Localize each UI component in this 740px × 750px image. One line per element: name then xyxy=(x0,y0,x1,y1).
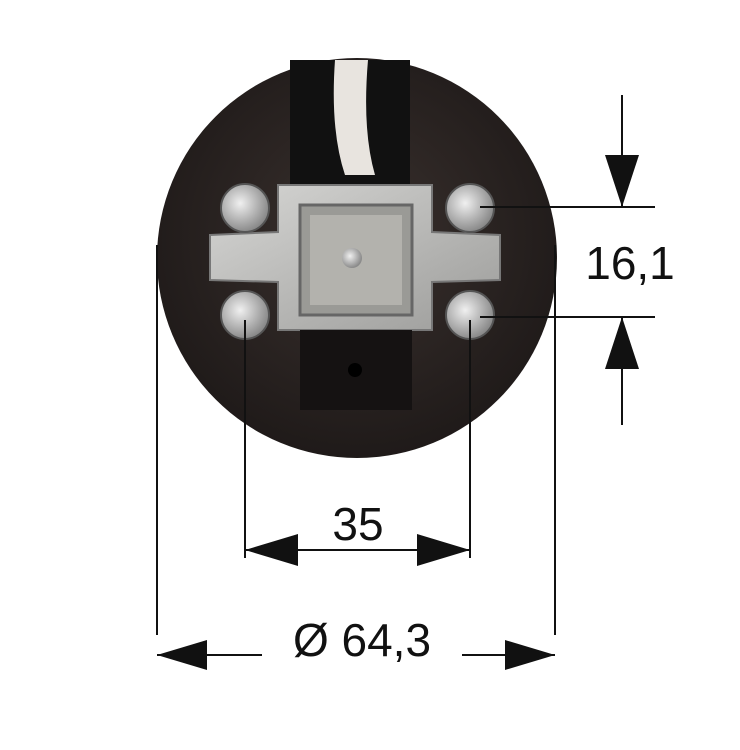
cable xyxy=(333,60,375,175)
arrow-icon xyxy=(157,155,639,670)
diameter-label: Ø 64,3 xyxy=(293,614,431,666)
vertical-spacing-label: 16,1 xyxy=(585,237,675,289)
hole-spacing-label: 35 xyxy=(332,498,383,550)
motor-head xyxy=(157,58,557,458)
